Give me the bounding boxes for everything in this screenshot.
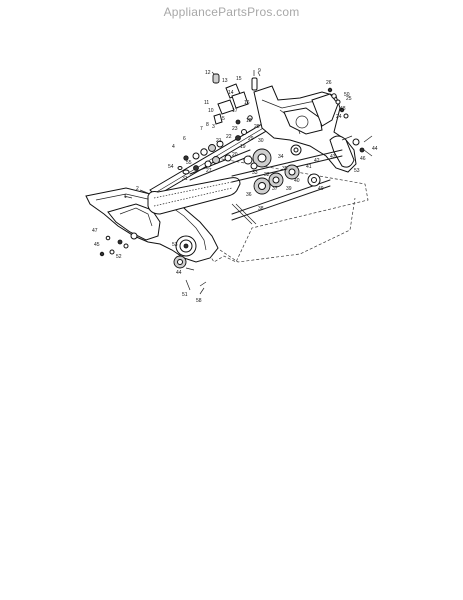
callout-35: 35 — [282, 166, 288, 172]
callout-25: 25 — [346, 96, 352, 102]
callout-41: 41 — [306, 164, 312, 170]
callout-1: 1 — [124, 194, 127, 200]
callout-32: 32 — [264, 172, 270, 178]
callout-53-left: 53 — [172, 242, 178, 248]
callout-37: 37 — [272, 186, 278, 192]
callout-24: 24 — [336, 114, 342, 120]
lower-left-hardware — [99, 232, 207, 291]
callout-46: 46 — [360, 156, 366, 162]
chain-36 — [231, 203, 257, 225]
leader-lines — [123, 71, 373, 295]
callout-29: 29 — [248, 136, 254, 142]
callout-26: 26 — [326, 80, 332, 86]
callout-44: 44 — [372, 146, 378, 152]
callout-6: 6 — [183, 136, 186, 142]
callout-23: 23 — [232, 126, 238, 132]
right-hardware-stack — [327, 87, 373, 153]
callout-30: 30 — [258, 138, 264, 144]
callout-27: 27 — [206, 168, 212, 174]
callout-39: 39 — [286, 186, 292, 192]
shaft-hardware — [177, 129, 247, 175]
callout-5: 5 — [222, 116, 225, 122]
callout-2: 2 — [136, 186, 139, 192]
callout-19: 19 — [240, 144, 246, 150]
drive-belt — [147, 177, 241, 215]
callout-7: 7 — [200, 126, 203, 132]
callout-53: 53 — [354, 168, 360, 174]
callout-44-left: 44 — [176, 270, 182, 276]
callout-11: 11 — [204, 100, 209, 106]
callout-16: 16 — [244, 100, 250, 106]
callout-3: 3 — [212, 124, 215, 130]
callout-45: 45 — [94, 242, 100, 248]
callout-49: 49 — [318, 186, 324, 192]
callout-20: 20 — [232, 152, 238, 158]
callout-55: 55 — [186, 160, 192, 166]
callout-54: 54 — [168, 164, 174, 170]
callout-22: 22 — [226, 134, 232, 140]
callout-31: 31 — [182, 176, 188, 182]
callout-34: 34 — [278, 154, 284, 160]
callout-labels: 12 13 9 15 14 11 10 16 3 5 17 18 23 28 1… — [92, 68, 378, 304]
assembly-outline-dash-2 — [219, 197, 356, 263]
callout-10: 10 — [208, 108, 214, 114]
callout-40: 40 — [294, 178, 300, 184]
callout-12: 12 — [205, 70, 211, 76]
callout-43: 43 — [330, 154, 336, 160]
callout-38: 38 — [258, 206, 264, 212]
callout-47: 47 — [92, 228, 98, 234]
callout-36: 36 — [246, 192, 252, 198]
callout-9: 9 — [258, 68, 261, 74]
callout-4: 4 — [172, 144, 175, 150]
callout-58: 58 — [196, 298, 202, 304]
callout-21: 21 — [216, 138, 222, 144]
top-bracket-parts — [212, 70, 258, 125]
callout-42: 42 — [314, 158, 320, 164]
gear-cover — [329, 135, 355, 168]
callout-48: 48 — [340, 106, 346, 112]
site-watermark: AppliancePartsPros.com — [163, 5, 300, 19]
callout-28: 28 — [254, 124, 260, 130]
callout-13: 13 — [222, 78, 228, 84]
callout-17: 17 — [232, 108, 238, 114]
callout-8: 8 — [206, 122, 209, 128]
callout-18: 18 — [246, 118, 252, 124]
callout-14: 14 — [228, 90, 234, 96]
callout-52: 52 — [116, 254, 122, 260]
callout-15: 15 — [236, 76, 242, 82]
callout-33: 33 — [252, 170, 258, 176]
callout-50: 50 — [344, 92, 350, 98]
callout-51: 51 — [182, 292, 188, 298]
